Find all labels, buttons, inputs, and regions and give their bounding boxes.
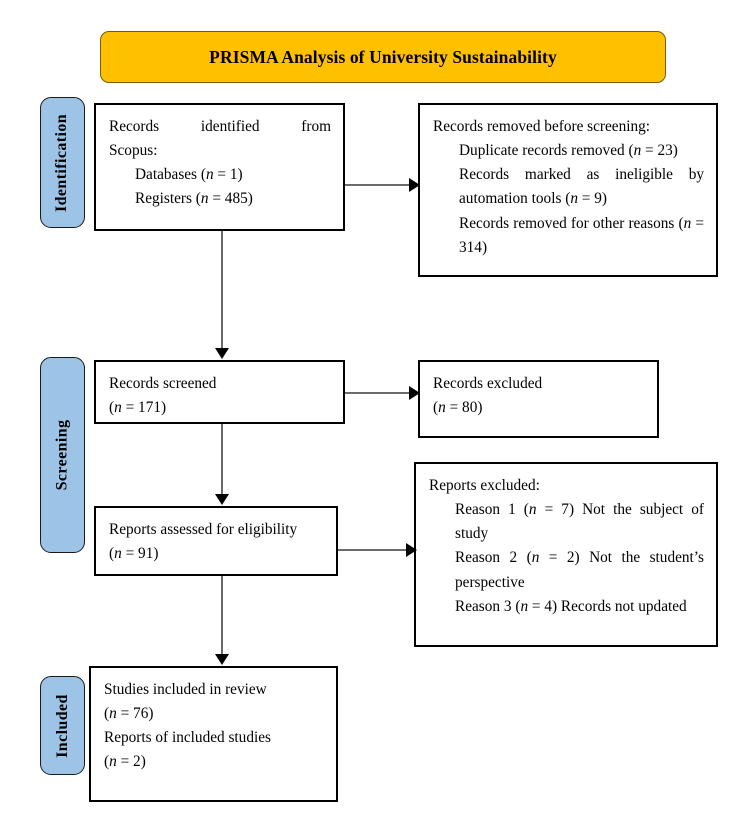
studies-included-count: (n = 76) [104, 702, 324, 726]
stage-tab-screening-label: Screening [53, 419, 71, 491]
connector-identified-to-screened [221, 231, 223, 349]
box-studies-included: Studies included in review (n = 76) Repo… [89, 666, 338, 802]
box-records-screened-text: Records screened (n = 171) [109, 372, 331, 420]
studies-included-heading: Studies included in review [104, 681, 267, 698]
frag-n-reason3: n [520, 597, 529, 615]
box-records-removed-text: Records removed before screening: Duplic… [433, 115, 704, 260]
arrowhead-identified-to-removed [409, 178, 420, 192]
records-removed-ineligible: Records marked as ineligible by automati… [433, 163, 704, 211]
records-screened-count: (n = 171) [109, 396, 331, 420]
frag-screened-value: = 171) [121, 399, 167, 417]
frag-duplicate: Duplicate records removed ( [459, 142, 634, 160]
stage-tab-screening: Screening [40, 357, 85, 553]
frag-n-registers: n [200, 190, 209, 208]
box-reports-excluded: Reports excluded: Reason 1 (n = 7) Not t… [414, 462, 718, 647]
box-records-identified-text: Records identified from Scopus: Database… [109, 115, 331, 212]
records-removed-other: Records removed for other reasons (n = 3… [433, 212, 704, 260]
frag-paren-screened: ( [109, 399, 115, 417]
frag-paren-reports: ( [104, 753, 110, 771]
box-studies-included-text: Studies included in review (n = 76) Repo… [104, 678, 324, 775]
records-identified-heading-line1: Records identified from [109, 115, 331, 139]
arrowhead-screened-to-assessed [215, 494, 229, 505]
box-reports-excluded-text: Reports excluded: Reason 1 (n = 7) Not t… [429, 474, 704, 619]
records-excluded-heading: Records excluded [433, 375, 543, 392]
frag-reports-value: = 2) [116, 753, 146, 771]
box-records-excluded: Records excluded (n = 80) [418, 360, 659, 438]
stage-tab-included-label: Included [53, 693, 71, 758]
frag-identified: identified [200, 118, 260, 135]
stage-tab-included: Included [40, 676, 85, 775]
connector-screened-to-assessed [221, 424, 223, 495]
frag-ineligible: Records marked as ineligible by automati… [459, 166, 704, 208]
frag-assessed-value: = 91) [121, 545, 159, 563]
frag-n-databases: n [205, 166, 214, 184]
reports-included-count: (n = 2) [104, 750, 324, 774]
frag-reason3-value: = 4) Records not updated [528, 597, 687, 615]
frag-records: Records [109, 118, 160, 135]
connector-assessed-to-included [221, 576, 223, 655]
frag-other: Records removed for other reasons ( [459, 214, 684, 232]
frag-reason2-value: = 2) Not the student’s perspective [455, 549, 704, 591]
reports-excluded-reason1: Reason 1 (n = 7) Not the subject of stud… [429, 498, 704, 546]
stage-tab-identification: Identification [40, 97, 85, 228]
arrowhead-assessed-to-reports-excluded [406, 543, 417, 557]
records-identified-databases: Databases (n = 1) [109, 163, 331, 187]
records-removed-heading: Records removed before screening: [433, 118, 651, 135]
frag-other-value: = 314) [459, 214, 705, 256]
frag-reason1: Reason 1 ( [455, 501, 529, 519]
records-identified-registers: Registers (n = 485) [109, 187, 331, 211]
frag-n-screened: n [114, 399, 122, 417]
reports-assessed-count: (n = 91) [109, 542, 324, 566]
reports-excluded-heading: Reports excluded: [429, 477, 540, 494]
page-title: PRISMA Analysis of University Sustainabi… [209, 46, 557, 67]
frag-reason1-value: = 7) Not the subject of study [455, 501, 704, 543]
box-records-excluded-text: Records excluded (n = 80) [433, 372, 645, 420]
frag-n-other: n [683, 214, 692, 232]
frag-n-duplicate: n [633, 142, 642, 160]
arrowhead-assessed-to-included [215, 654, 229, 665]
frag-n-excluded: n [438, 399, 446, 417]
box-reports-assessed: Reports assessed for eligibility (n = 91… [94, 506, 338, 576]
reports-included-heading: Reports of included studies [104, 729, 271, 747]
frag-paren-assessed: ( [109, 545, 115, 563]
frag-studies-value: = 76) [116, 705, 154, 723]
frag-paren-excluded: ( [433, 399, 439, 417]
reports-assessed-heading: Reports assessed for eligibility [109, 521, 298, 538]
arrowhead-screened-to-excluded [409, 386, 420, 400]
box-records-identified: Records identified from Scopus: Database… [94, 103, 345, 231]
frag-registers-value: = 485) [208, 190, 253, 208]
frag-duplicate-value: = 23) [641, 142, 678, 160]
reports-excluded-reason3: Reason 3 (n = 4) Records not updated [429, 595, 704, 619]
frag-ineligible-value: = 9) [577, 190, 608, 208]
connector-identified-to-removed [345, 184, 412, 186]
box-reports-assessed-text: Reports assessed for eligibility (n = 91… [109, 518, 324, 566]
connector-screened-to-excluded [345, 392, 412, 394]
records-screened-heading: Records screened [109, 375, 217, 392]
frag-n-reason1: n [528, 501, 537, 519]
frag-n-reports: n [109, 753, 117, 771]
frag-n-reason2: n [531, 549, 540, 567]
records-excluded-count: (n = 80) [433, 396, 645, 420]
frag-registers: Registers ( [135, 190, 201, 208]
frag-excluded-value: = 80) [445, 399, 483, 417]
frag-n-assessed: n [114, 545, 122, 563]
box-records-removed: Records removed before screening: Duplic… [418, 103, 718, 277]
frag-reason3: Reason 3 ( [455, 597, 521, 615]
records-removed-duplicate: Duplicate records removed (n = 23) [433, 139, 704, 163]
diagram-title-banner: PRISMA Analysis of University Sustainabi… [100, 31, 666, 83]
frag-databases-value: = 1) [213, 166, 243, 184]
connector-assessed-to-reports-excluded [338, 549, 409, 551]
records-identified-heading-line2: Scopus: [109, 142, 158, 160]
frag-reason2: Reason 2 ( [455, 549, 532, 567]
box-records-screened: Records screened (n = 171) [94, 360, 345, 424]
frag-n-ineligible: n [570, 190, 578, 208]
arrowhead-identified-to-screened [215, 348, 229, 359]
reports-excluded-reason2: Reason 2 (n = 2) Not the student’s persp… [429, 546, 704, 594]
stage-tab-identification-label: Identification [53, 113, 71, 212]
frag-paren-studies: ( [104, 705, 110, 723]
frag-from: from [301, 118, 332, 135]
frag-databases: Databases ( [135, 166, 206, 184]
frag-n-studies: n [109, 705, 117, 723]
